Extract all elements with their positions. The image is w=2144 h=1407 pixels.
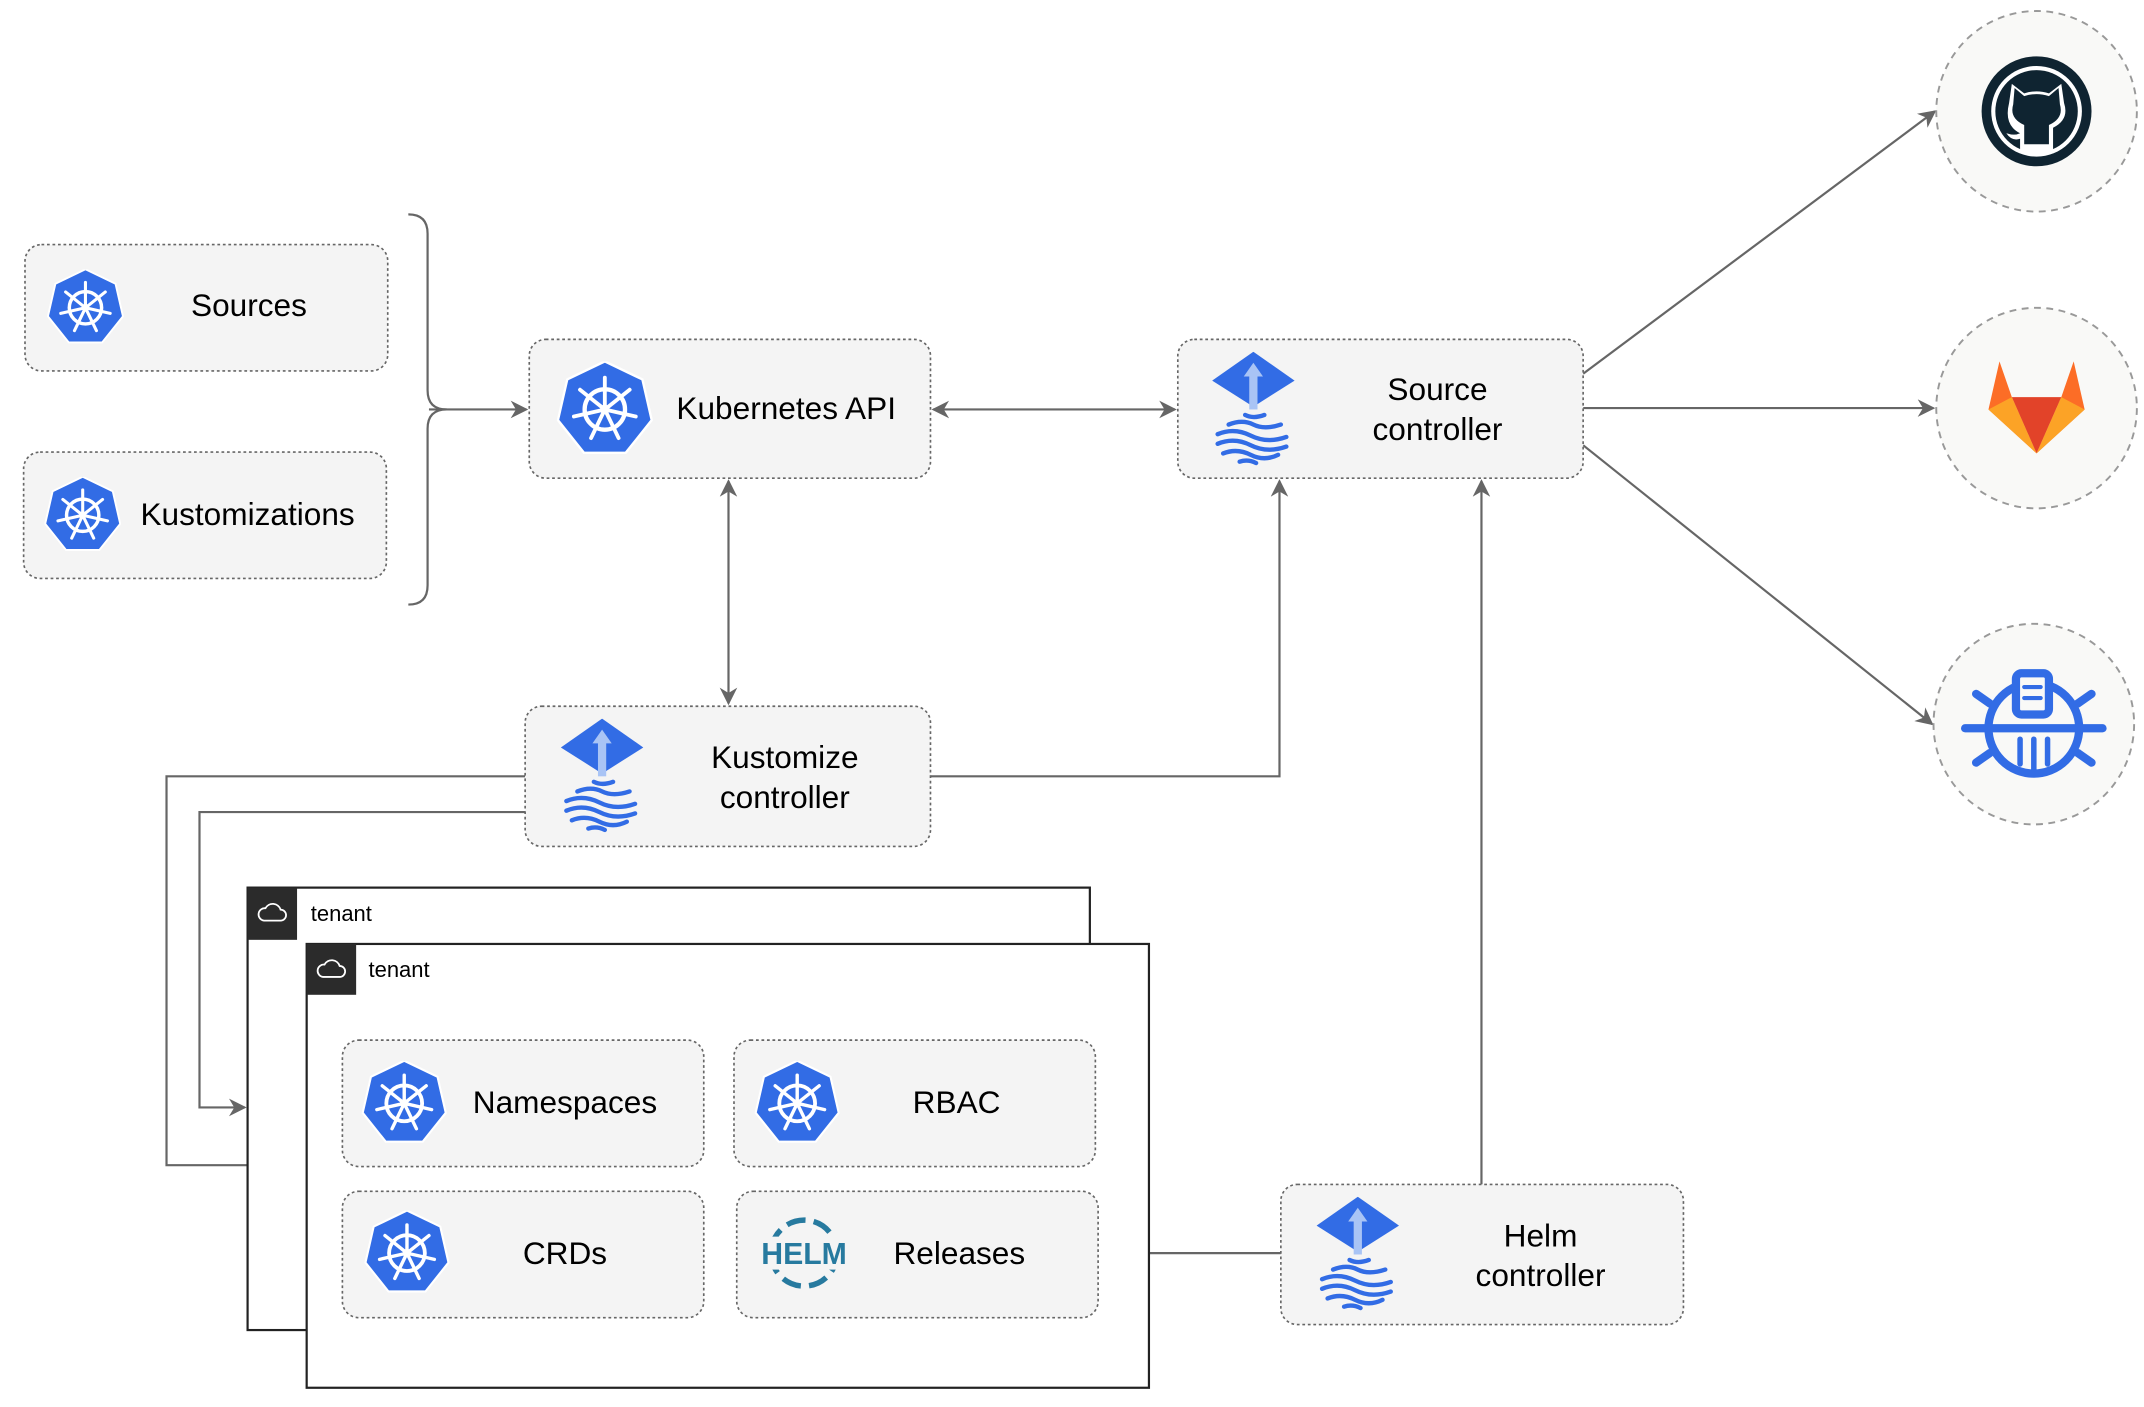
kustomize-controller-node[interactable]: Kustomize controller	[524, 705, 932, 848]
edge-kustomize-to-tenant-back	[198, 810, 526, 1117]
helm-icon: HELM	[757, 1217, 851, 1289]
source-controller-line2: controller	[1373, 411, 1503, 447]
crds-node[interactable]: CRDs	[341, 1190, 705, 1319]
kustomizations-label: Kustomizations	[140, 496, 354, 532]
namespaces-label: Namespaces	[473, 1084, 657, 1120]
tenant-front[interactable]: tenant Namespaces RBAC CRDs HELM Release…	[305, 942, 1151, 1389]
tenant-label: tenant	[311, 901, 372, 926]
helm-controller-line2: controller	[1476, 1257, 1606, 1293]
edge-source-to-bucket	[1582, 444, 1934, 726]
helm-logo-text: HELM	[761, 1238, 847, 1271]
rbac-node[interactable]: RBAC	[733, 1039, 1097, 1168]
releases-label: Releases	[893, 1235, 1025, 1271]
kustomize-controller-line2: controller	[720, 779, 850, 815]
source-controller-line1: Source	[1387, 371, 1487, 407]
source-controller-node[interactable]: Source controller	[1176, 338, 1584, 479]
kubernetes-api-node[interactable]: Kubernetes API	[528, 338, 932, 479]
rbac-label: RBAC	[913, 1084, 1001, 1120]
kubernetes-api-label: Kubernetes API	[676, 390, 896, 426]
crds-label: CRDs	[523, 1235, 607, 1271]
github-source[interactable]	[1935, 10, 2138, 213]
sources-node[interactable]: Sources	[24, 243, 389, 372]
helm-controller-line1: Helm	[1504, 1217, 1578, 1253]
releases-node[interactable]: HELM Releases	[735, 1190, 1099, 1319]
edge-source-to-github	[1582, 110, 1937, 375]
tenant-label: tenant	[369, 957, 430, 982]
namespaces-node[interactable]: Namespaces	[341, 1039, 705, 1168]
gitlab-source[interactable]	[1935, 306, 2138, 510]
kustomizations-node[interactable]: Kustomizations	[22, 451, 388, 580]
edge-kustomize-to-source	[930, 479, 1289, 778]
helm-controller-node[interactable]: Helm controller	[1280, 1183, 1685, 1326]
kustomize-controller-line1: Kustomize	[711, 739, 858, 775]
connectors	[165, 110, 1937, 1262]
edge-kustomize-to-tenant-front	[165, 775, 526, 1174]
gitlab-icon	[1988, 361, 2085, 454]
bucket-source[interactable]	[1932, 622, 2136, 826]
bucket-icon	[1960, 669, 2107, 778]
github-icon	[1981, 56, 2092, 167]
sources-label: Sources	[191, 287, 307, 323]
